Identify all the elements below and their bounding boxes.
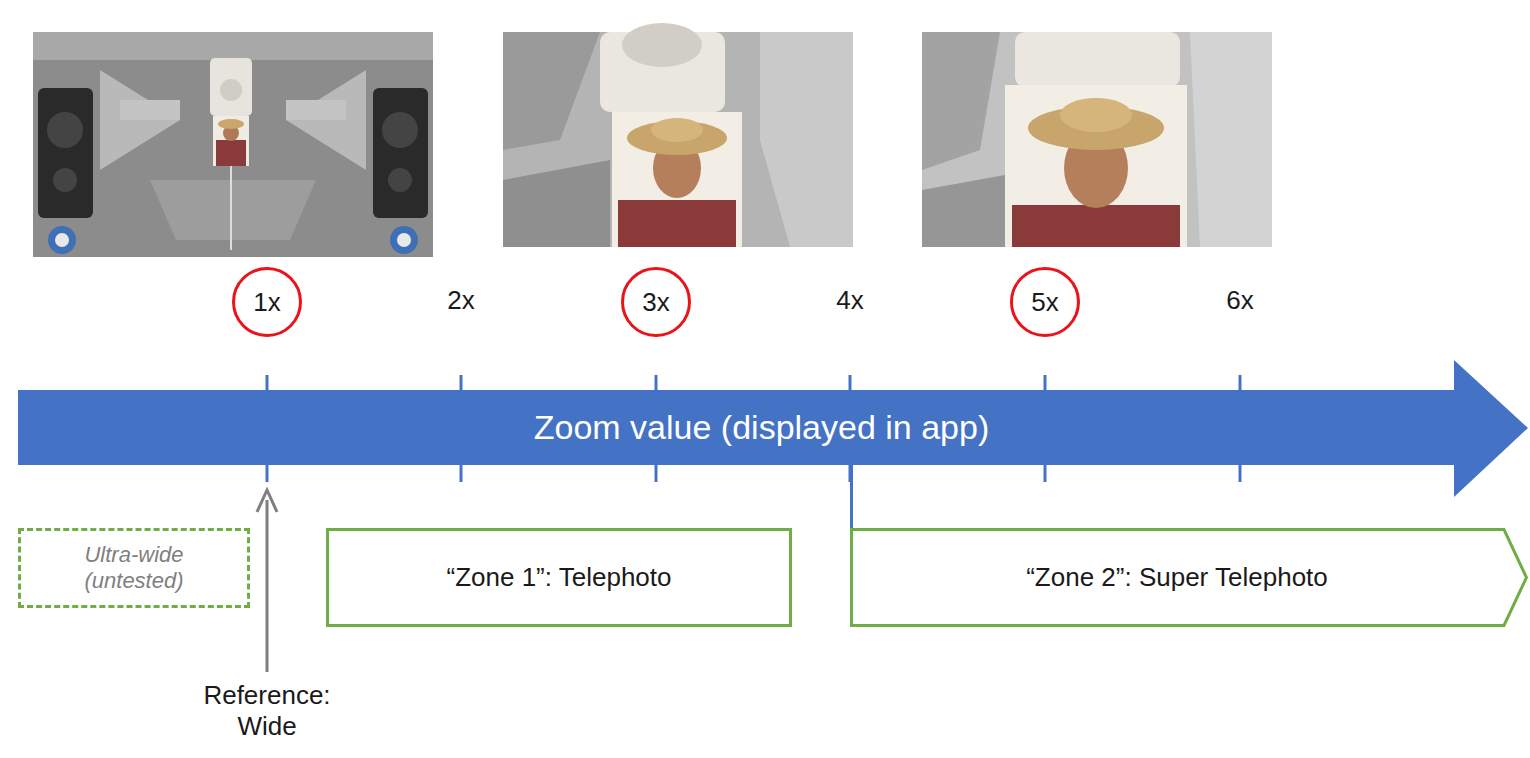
untested-box: Ultra-wide (untested) (18, 528, 250, 608)
node-text: Ultra-wide (untested) (59, 542, 209, 595)
zoom-circle: 1x (232, 267, 302, 337)
node-text: 3x (642, 287, 669, 318)
zoom-circle: 3x (621, 267, 691, 337)
photo-super-telephoto (922, 32, 1272, 247)
node-text: “Zone 2”: Super Telephoto (1026, 562, 1328, 593)
photo-telephoto (503, 23, 853, 247)
axis-arrowhead (1454, 360, 1528, 497)
zone-box: “Zone 1”: Telephoto (326, 528, 792, 627)
zoom-circle: 5x (1010, 267, 1080, 337)
zoom-tick-label: 6x (1226, 285, 1253, 316)
zone-boundary-line (850, 465, 853, 528)
zoom-tick-label: 2x (447, 285, 474, 316)
label-text: 2x (447, 285, 474, 315)
node-text: “Zone 1”: Telephoto (447, 562, 672, 593)
reference-pointer (257, 490, 277, 672)
node-text: 1x (253, 287, 280, 318)
zoom-tick-label: 4x (836, 285, 863, 316)
zone-box: “Zone 2”: Super Telephoto (850, 528, 1528, 627)
label-text: 4x (836, 285, 863, 315)
zoom-axis-band: Zoom value (displayed in app) (18, 390, 1455, 465)
photo-wide (33, 32, 433, 257)
label-text: Reference: Wide (203, 680, 330, 741)
reference-label: Reference: Wide (197, 680, 337, 742)
label-text: 6x (1226, 285, 1253, 315)
node-text: Zoom value (displayed in app) (534, 408, 989, 447)
node-text: 5x (1031, 287, 1058, 318)
